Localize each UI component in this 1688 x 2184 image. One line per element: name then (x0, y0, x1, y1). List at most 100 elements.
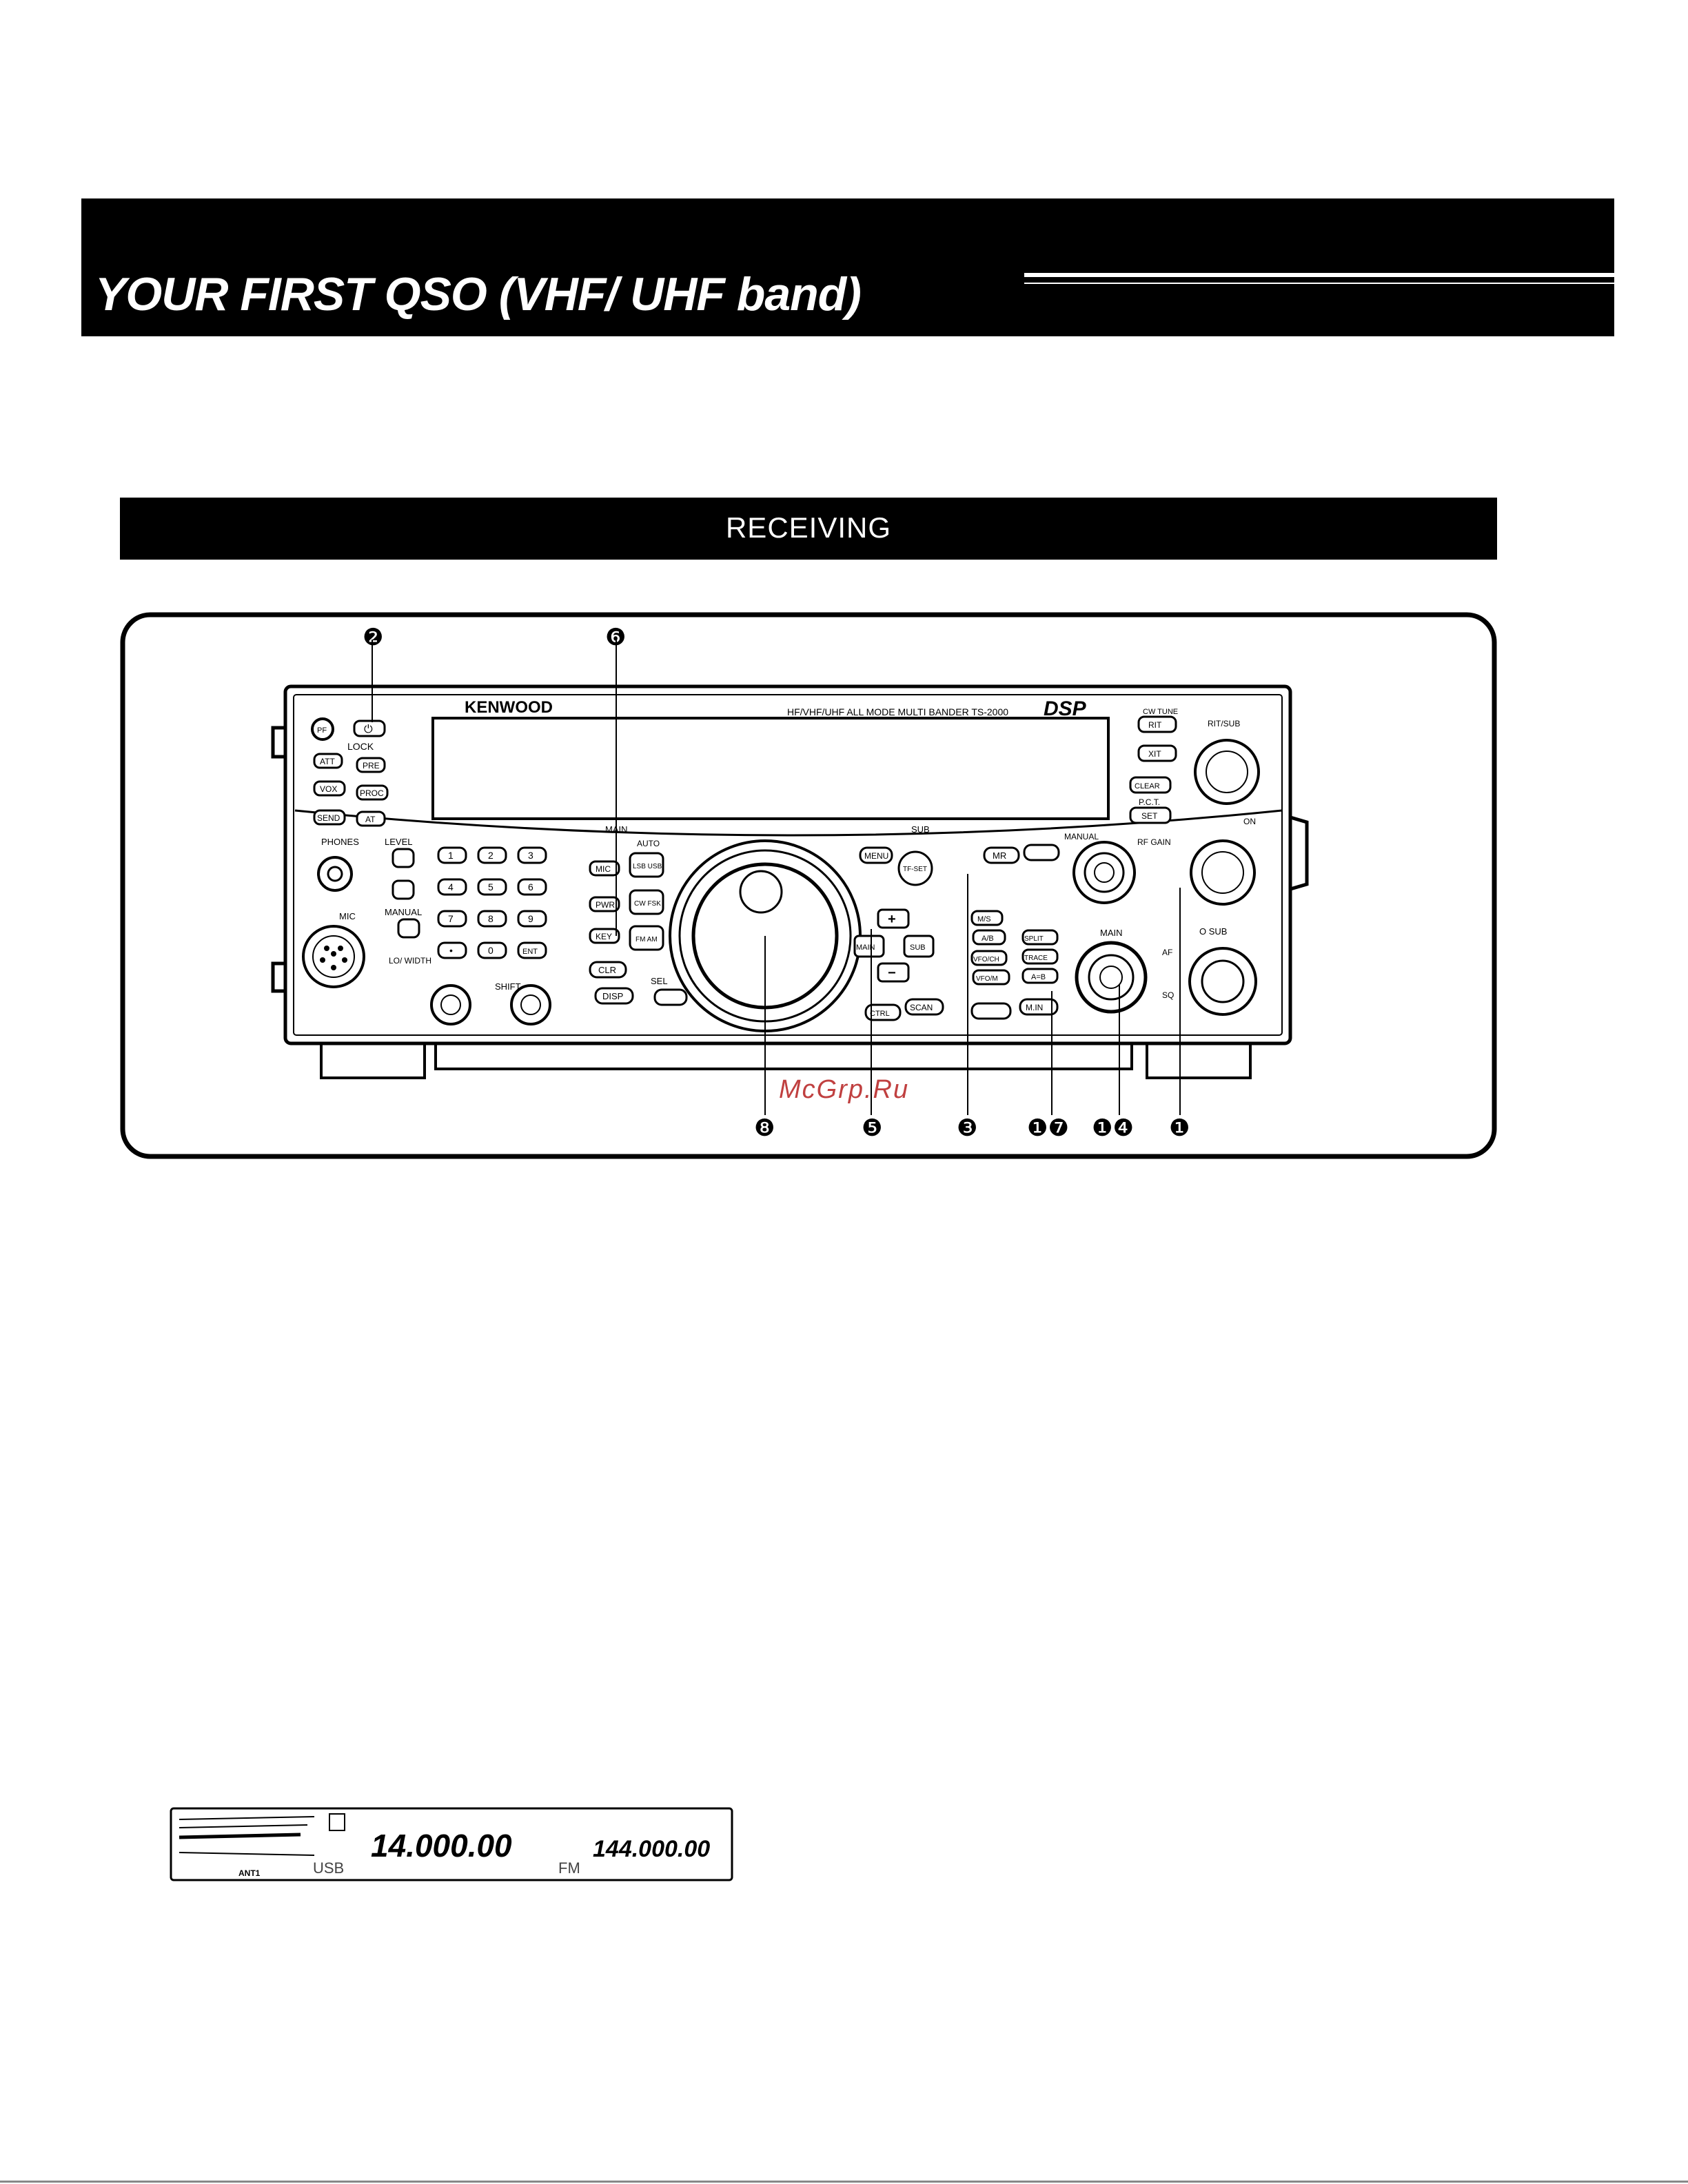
proc-button[interactable] (356, 784, 389, 801)
svg-text:1: 1 (448, 850, 454, 861)
key-ent[interactable] (517, 941, 547, 959)
rit-sub-label: RIT/SUB (1208, 719, 1240, 728)
chapter-title-bar: YOUR FIRST QSO (VHF/ UHF band) (81, 198, 1614, 336)
svg-text:ATT: ATT (320, 757, 335, 766)
keypad: 1 2 3 4 5 6 7 8 9 • 0 ENT (437, 846, 547, 959)
set-button[interactable] (1129, 806, 1172, 824)
callout-17: ❶❼ (1027, 1115, 1069, 1141)
m-in-button[interactable] (1019, 998, 1059, 1016)
key-3[interactable] (517, 846, 547, 864)
callout-14: ❶❹ (1092, 1115, 1134, 1141)
key-7[interactable] (437, 910, 467, 928)
on-label: ON (1243, 817, 1256, 826)
manual-label-left: MANUAL (385, 907, 422, 917)
mr-button[interactable] (983, 846, 1020, 864)
a-eq-b-button[interactable] (1021, 968, 1059, 984)
trace-button[interactable] (1021, 948, 1059, 965)
minus-key[interactable] (877, 962, 910, 983)
vfo-m-lower-button[interactable] (970, 1002, 1012, 1020)
sub-knob-label: O SUB (1199, 926, 1227, 937)
key-button[interactable] (589, 928, 620, 944)
xit-button[interactable] (1137, 744, 1177, 762)
af-label: AF (1162, 948, 1172, 957)
lcd-ant-label: ANT1 (238, 1868, 261, 1878)
key-1[interactable] (437, 846, 467, 864)
level-button-2[interactable] (392, 879, 415, 900)
key-6[interactable] (517, 878, 547, 896)
section-bar: RECEIVING (120, 498, 1497, 560)
run-button[interactable] (1023, 844, 1060, 861)
lo-width-label: LO/ WIDTH (389, 956, 431, 966)
key-9[interactable] (517, 910, 547, 928)
vox-button[interactable] (313, 780, 346, 797)
fm-am-button[interactable] (629, 925, 664, 951)
pf-button[interactable] (311, 717, 334, 741)
power-button[interactable] (353, 720, 386, 737)
ctrl-button[interactable] (864, 1003, 902, 1021)
callout-8: ❽ (754, 1115, 775, 1141)
svg-text:AT: AT (365, 815, 376, 824)
svg-text:A/B: A/B (982, 935, 994, 943)
send-button[interactable] (313, 809, 346, 826)
ms-button[interactable] (970, 910, 1004, 926)
split-button[interactable] (1021, 929, 1059, 946)
sel-button[interactable] (653, 988, 688, 1006)
svg-text:SPLIT: SPLIT (1024, 935, 1044, 943)
cw-fsk-button[interactable] (629, 889, 664, 915)
model-text: HF/VHF/UHF ALL MODE MULTI BANDER TS-2000 (787, 706, 1008, 717)
svg-text:RIT: RIT (1148, 720, 1162, 730)
display-window (431, 717, 1110, 820)
pre-button[interactable] (356, 757, 386, 773)
key-4[interactable] (437, 878, 467, 896)
chapter-title: YOUR FIRST QSO (VHF/ UHF band) (95, 268, 862, 320)
at-button[interactable] (356, 810, 386, 827)
svg-text:⏻: ⏻ (364, 724, 373, 735)
key-8[interactable] (477, 910, 507, 928)
svg-text:ENT: ENT (522, 948, 538, 956)
scan-button[interactable] (904, 998, 944, 1016)
plus-key[interactable] (877, 908, 910, 929)
left-handle-top (271, 726, 287, 759)
svg-text:CTRL: CTRL (870, 1010, 890, 1018)
auto-label: AUTO (637, 839, 660, 848)
svg-text:LSB USB: LSB USB (633, 863, 662, 870)
callout-6: ❻ (605, 624, 626, 651)
tf-set-button[interactable] (897, 850, 933, 886)
key-0[interactable] (477, 941, 507, 959)
rit-button[interactable] (1137, 715, 1177, 733)
ab-button[interactable] (972, 929, 1006, 946)
svg-text:PWR: PWR (596, 900, 615, 910)
pwr-button[interactable] (589, 896, 620, 912)
disp-button[interactable] (594, 987, 634, 1005)
key-dot[interactable] (437, 941, 467, 959)
svg-text:MAIN: MAIN (856, 943, 875, 952)
vfo-m-button[interactable] (972, 969, 1010, 986)
vfo-ch-button[interactable] (970, 950, 1008, 966)
svg-text:CW FSK: CW FSK (634, 900, 661, 908)
key-5[interactable] (477, 878, 507, 896)
manual-button[interactable] (397, 918, 420, 939)
svg-text:+: + (888, 912, 896, 927)
svg-text:A=B: A=B (1031, 973, 1046, 981)
key-2[interactable] (477, 846, 507, 864)
main-key[interactable] (853, 935, 885, 958)
sub-label: SUB (911, 824, 930, 835)
section-title: RECEIVING (725, 511, 892, 544)
sel-label: SEL (651, 976, 668, 986)
svg-text:PF: PF (317, 726, 327, 735)
clr-button[interactable] (589, 961, 627, 979)
lsb-usb-button[interactable] (629, 852, 664, 878)
pct-label: P.C.T. (1139, 797, 1160, 807)
svg-text:PROC: PROC (360, 788, 384, 798)
right-foot (1146, 1038, 1252, 1079)
sub-key[interactable] (903, 935, 935, 958)
att-button[interactable] (313, 753, 343, 769)
menu-button[interactable] (859, 846, 893, 864)
svg-text:SCAN: SCAN (910, 1003, 933, 1012)
clear-button[interactable] (1129, 776, 1172, 794)
mic-button[interactable] (589, 860, 620, 877)
level-button-1[interactable] (392, 848, 415, 868)
svg-text:KEY: KEY (596, 932, 612, 941)
shift-label: SHIFT (495, 981, 521, 992)
page-bottom-rule (0, 2181, 1688, 2183)
